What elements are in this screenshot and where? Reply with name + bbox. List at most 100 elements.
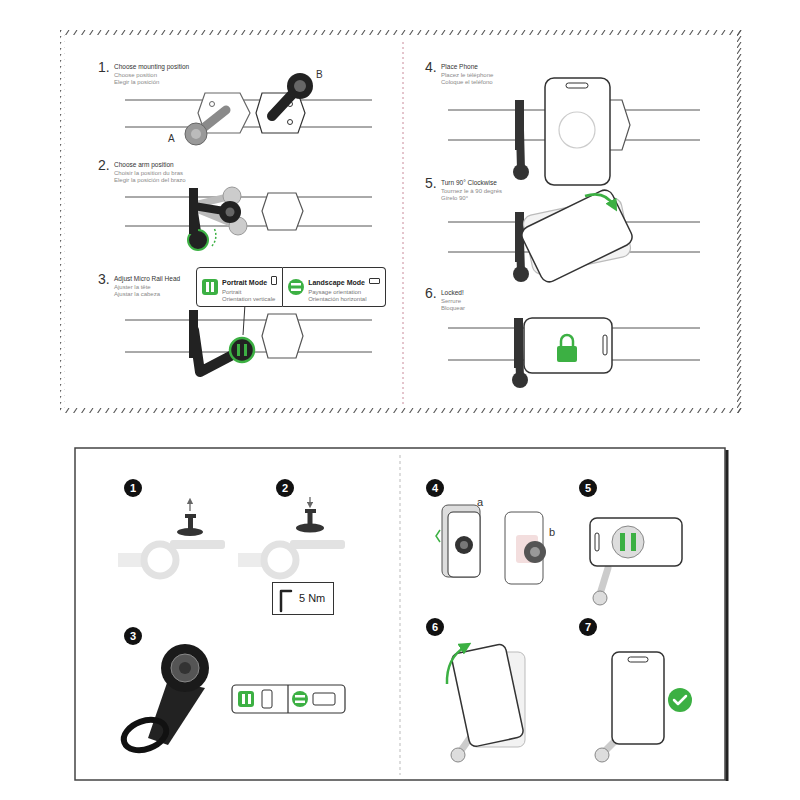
hatched-frame <box>737 30 742 413</box>
panel-divider <box>403 42 404 404</box>
badge-circle <box>579 618 597 636</box>
mount-product-illustration <box>171 654 199 682</box>
step-title: Choose arm position <box>114 162 174 169</box>
place-phone-illustration <box>620 533 625 551</box>
turn-phone-illustration <box>585 194 614 206</box>
remove-head-illustration <box>170 540 225 549</box>
rail-head-illustration <box>244 344 247 356</box>
step-number: 1. <box>98 60 110 74</box>
part-letter: A <box>168 134 175 144</box>
step-number-badge: 1 <box>124 479 142 497</box>
rotate-phone-illustration <box>447 646 466 684</box>
place-phone-illustration <box>590 518 682 605</box>
step-number: 1 <box>124 479 142 497</box>
locked-illustration <box>557 346 577 362</box>
mount-product-illustration <box>295 695 305 698</box>
install-head-illustration <box>309 497 310 505</box>
arm-position-illustration <box>189 188 198 234</box>
phone-case-illustration <box>505 512 543 584</box>
rotate-phone-illustration <box>451 748 465 762</box>
step-translation: Choose position <box>114 72 157 78</box>
badge-circle <box>124 479 142 497</box>
rotate-phone-illustration <box>451 643 525 747</box>
step-translation: Ajuster la tête <box>114 284 151 290</box>
step-number: 5. <box>425 176 437 190</box>
place-phone-illustration <box>600 568 608 594</box>
step-translation: Elegir la posición del brazo <box>114 177 186 183</box>
mode-title: Landscape Mode <box>308 279 365 287</box>
step-translation: Bloquear <box>441 305 465 311</box>
place-phone-illustration <box>545 78 610 185</box>
step-translation: Coloque el teléfono <box>441 79 493 85</box>
remove-head-illustration <box>177 528 203 536</box>
badge-circle <box>426 479 444 497</box>
arm-position-illustration <box>212 228 216 246</box>
orientation-icon <box>369 278 380 284</box>
step-title: Adjust Micro Rail Head <box>114 276 180 283</box>
step-number: 6 <box>426 618 444 636</box>
rail-head-illustration <box>125 320 372 321</box>
mount-product-illustration <box>295 701 305 704</box>
phone-case-illustration <box>455 536 473 554</box>
part-letter: a <box>477 497 483 508</box>
mount-product-illustration <box>262 690 272 708</box>
mounted-phone-illustration <box>668 688 692 712</box>
mode-translation: Portrait <box>222 289 277 296</box>
place-phone-illustration <box>612 526 644 558</box>
step-translation: Elegir la posición <box>114 79 159 85</box>
arm-position-illustration <box>262 193 303 230</box>
rail-head-illustration <box>189 310 198 358</box>
mount-product-illustration <box>120 714 171 755</box>
turn-phone-illustration <box>513 266 529 282</box>
arm-position-illustration <box>125 226 372 227</box>
remove-head-illustration <box>118 553 144 567</box>
step-title: Choose mounting position <box>114 64 189 71</box>
mount-product-illustration <box>120 644 345 756</box>
install-head-illustration <box>238 553 264 567</box>
mount-product-illustration <box>287 685 288 713</box>
hatched-frame <box>60 30 65 413</box>
place-phone-illustration <box>590 518 682 566</box>
mount-product-illustration <box>313 693 335 705</box>
panel-frame <box>75 448 727 781</box>
mode-icon <box>206 282 209 292</box>
step-number-badge: 7 <box>579 618 597 636</box>
rail-head-illustration <box>125 304 372 372</box>
arm-position-illustration <box>125 187 372 250</box>
place-phone-illustration <box>513 164 529 180</box>
step-number: 5 <box>579 479 597 497</box>
mode-option-box: Landscape ModePaysage orientationOrienta… <box>283 267 386 307</box>
phone-case-illustration <box>524 541 546 563</box>
mount-product-illustration <box>238 691 254 707</box>
locked-illustration <box>603 335 607 355</box>
hatched-frame <box>60 30 742 413</box>
step-number: 3 <box>124 627 142 645</box>
hex-key-icon <box>281 591 291 611</box>
step-number: 7 <box>579 618 597 636</box>
phone-case-illustration <box>436 530 440 542</box>
hex-key-icon <box>278 588 294 614</box>
locked-illustration <box>514 318 523 368</box>
install-head-illustration <box>296 524 324 533</box>
step-translation: Ajustar la cabeza <box>114 291 160 297</box>
mounting-position-illustration <box>288 120 293 125</box>
mount-product-illustration <box>292 691 308 707</box>
step-number-badge: 4 <box>426 479 444 497</box>
hatched-frame <box>60 30 742 35</box>
step-number: 6. <box>425 286 437 300</box>
step-number: 4 <box>426 479 444 497</box>
step-number-badge: 2 <box>276 479 294 497</box>
place-phone-illustration <box>631 533 636 551</box>
mode-translation: Paysage orientation <box>308 289 380 296</box>
step-number: 2 <box>276 479 294 497</box>
place-phone-illustration <box>566 83 588 88</box>
step-translation: Tournez le à 90 degrés <box>441 188 502 194</box>
place-phone-illustration <box>593 591 607 605</box>
mounted-phone-illustration <box>612 652 664 744</box>
remove-head-illustration <box>118 501 225 576</box>
mount-product-illustration <box>161 644 209 692</box>
step-translation: Gírelo 90° <box>441 195 468 201</box>
mounting-position-illustration <box>185 123 207 145</box>
mount-product-illustration <box>242 694 245 704</box>
